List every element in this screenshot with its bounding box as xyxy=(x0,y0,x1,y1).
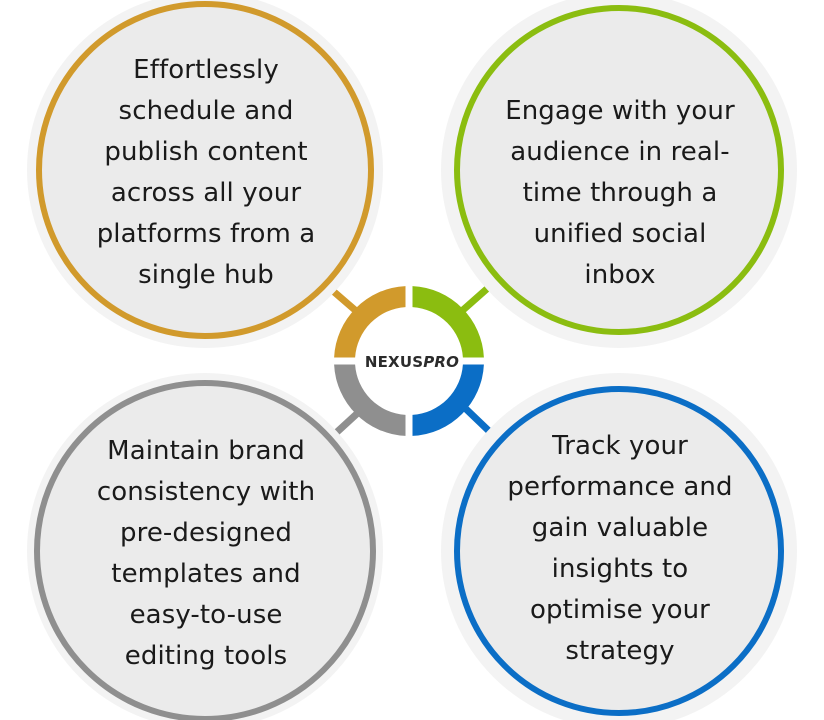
connector-schedule xyxy=(330,288,358,313)
hub-logo-main: NEXUS xyxy=(364,353,424,371)
hub-circle xyxy=(337,289,481,433)
hub-segment-engage xyxy=(412,286,484,358)
feature-text-engage: Engage with your audience in real-time t… xyxy=(505,96,735,290)
feature-circle-brand xyxy=(27,373,383,720)
hub-logo-accent: PRO xyxy=(423,353,460,371)
feature-text-schedule: Effortlessly schedule and publish conten… xyxy=(96,55,316,290)
feature-circle-track xyxy=(441,373,797,720)
connector-track xyxy=(463,406,493,435)
feature-circle-engage xyxy=(441,0,797,348)
connector-engage xyxy=(460,284,492,313)
feature-text-brand: Maintain brand consistency with pre-desi… xyxy=(96,436,316,671)
feature-text-track: Track your performance and gain valuable… xyxy=(507,431,733,666)
hub-segment-schedule xyxy=(334,286,406,358)
hub-logo: NEXUSPRO xyxy=(332,352,492,372)
feature-circle-schedule xyxy=(27,0,383,348)
hub-segment-track xyxy=(412,364,484,436)
hub-segment-brand xyxy=(334,364,406,436)
